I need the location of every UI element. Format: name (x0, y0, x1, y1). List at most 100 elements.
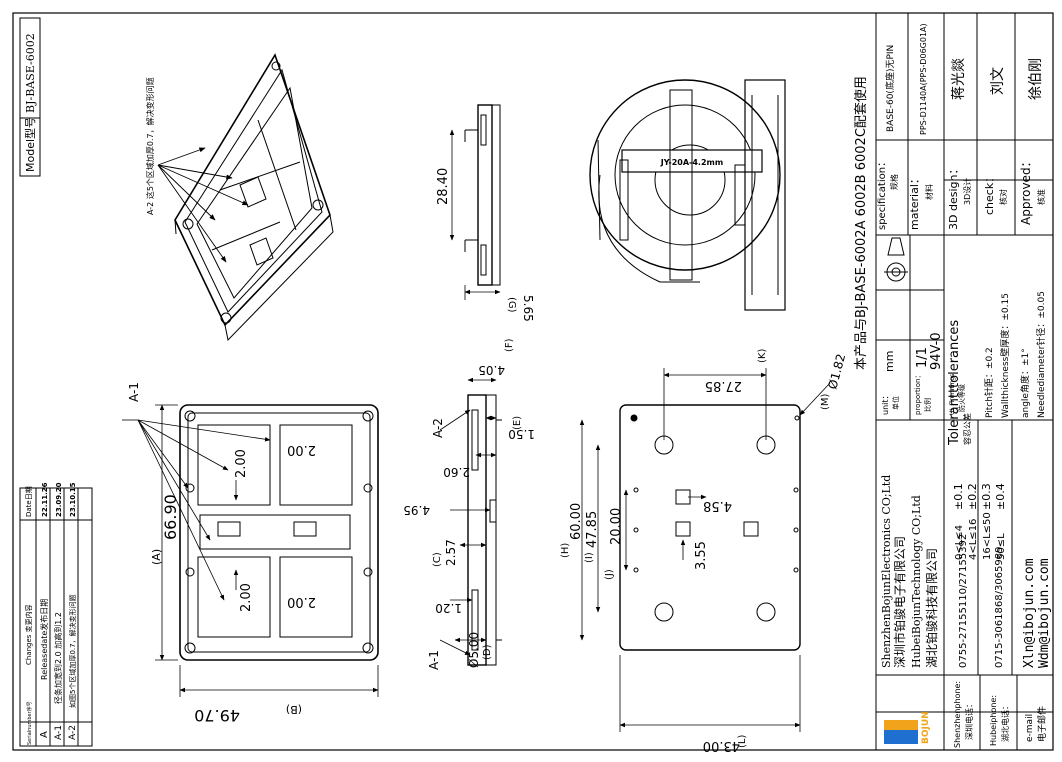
bottom-dim-4300: 43.00 (703, 738, 740, 753)
email-value-2: Wdm@ibojun.com (1037, 558, 1052, 668)
bottom-dim-6000-tag: (H) (560, 543, 571, 558)
spec-value: BASE-60(底座)无PIN (884, 45, 896, 132)
side-dim-150: 1.50 (508, 427, 535, 441)
phone-sz-label-cn: 深圳电话： (964, 700, 974, 740)
rev-header-code: Serialnumber序号 (26, 701, 33, 745)
side-dim-120: 1.20 (435, 601, 462, 615)
bottom-dim-2000: 20.00 (609, 508, 624, 545)
pin-view-dimensions (449, 129, 501, 300)
front-callout-a1: A-1 (127, 382, 141, 402)
special-tol-3: angle角度：±1° (1019, 348, 1031, 418)
check-label-cn: 核对 (998, 189, 1008, 205)
tol-range-1: 0<L≤4 (954, 525, 965, 560)
side-dim-500: Ø5.00 (467, 632, 481, 668)
fire-label-cn: 防火等级 (957, 384, 966, 412)
bottom-dim-4300-tag: (L) (737, 735, 748, 748)
fire-value: 94V-0 (929, 332, 944, 370)
tol-value-3: ±0.3 (980, 483, 993, 510)
approved-label: Approved： (1019, 155, 1033, 225)
projection-symbol (884, 237, 908, 282)
tol-range-2: 4<L≤16 (968, 519, 979, 560)
bottom-dim-4785-tag: (I) (584, 552, 595, 563)
company-line-4: 湖北铂骏科技有限公司 (924, 548, 939, 668)
rev-row-1-code: A (39, 731, 50, 738)
side-dim-405-tag: (F) (504, 338, 515, 352)
material-label: material： (908, 173, 921, 230)
front-dim-width-tag: (B) (286, 703, 302, 716)
bottom-dim-458: 4.58 (703, 498, 732, 513)
front-view (179, 404, 379, 661)
tol-range-3: 16<L≤50 (982, 512, 993, 560)
front-dim-rib-b: 2.00 (287, 442, 316, 457)
tolerance-title-cn: 容忍公差 (962, 413, 972, 445)
bojun-logo: BOJUN (884, 711, 931, 744)
tolerance-title: Tolerantttolerances (947, 320, 962, 446)
proportion-label-cn: 比例 (923, 398, 932, 412)
side-dim-495: 4.95 (403, 503, 430, 517)
rev-row-1-change: Releasedate发布日期 (39, 599, 49, 680)
design-label-cn: 3D设计 (962, 178, 972, 205)
bottom-dim-182-tag: (M) (820, 393, 831, 410)
special-tol-2: Wallthickness壁厚度：±0.15 (999, 293, 1011, 418)
rev-header-date: Date日期 (25, 486, 33, 517)
isometric-base-view (174, 53, 334, 342)
bottom-view (619, 404, 801, 651)
rev-row-2-code: A-1 (54, 725, 64, 740)
tol-range-4: 50≤L (996, 533, 1007, 560)
email-label: e-mail (1025, 714, 1035, 742)
company-line-2: 深圳市铂骏电子有限公司 (892, 536, 907, 668)
company-line-1: ShenzhenBojunElectronics CO;Ltd (880, 475, 893, 668)
spec-label: specification： (877, 157, 888, 230)
proportion-value: 1/1 (915, 347, 930, 368)
email-label-cn: 电子邮件 (1036, 706, 1048, 742)
bottom-dim-355: 3.55 (694, 541, 709, 570)
model-label: Model型号 (23, 117, 37, 172)
bottom-dim-2000-tag: (J) (604, 569, 615, 580)
top-note-leaders (157, 147, 249, 263)
side-view-dimensions (439, 377, 497, 656)
bottom-dim-6000: 60.00 (569, 503, 584, 540)
bottom-view-dimensions (579, 368, 831, 732)
side-dim-260: 2.60 (443, 465, 470, 479)
pin-dim-565: 5.65 (521, 295, 535, 322)
rev-row-1-date: 22.11.26 (41, 482, 49, 517)
rev-row-3-date: 23.10.15 (69, 482, 77, 517)
front-dim-height-tag: (A) (150, 549, 163, 565)
bottom-dim-182: Ø1.82 (825, 352, 848, 391)
email-value-1: Xln@ibojun.com (1022, 558, 1037, 668)
phone-hb-label-cn: 湖北电话： (1000, 702, 1010, 742)
side-dim-500-tag: (D) (482, 644, 493, 660)
special-tol-1: Pitch针距：±0.2 (983, 347, 995, 418)
rev-row-3-change: 如图5个区域加厚0.7，解决变形问题 (68, 594, 77, 708)
front-view-dimensions (122, 404, 379, 697)
top-note: A-2 这5个区域加厚0.7，解决变形问题 (145, 77, 155, 215)
side-dim-257: 2.57 (444, 539, 458, 566)
tol-value-2: ±0.2 (966, 483, 979, 510)
unit-label: unit： (881, 392, 890, 416)
side-dim-257-tag: (C) (432, 552, 443, 567)
bottom-dim-2785-tag: (K) (757, 349, 768, 363)
phone-hb-label: Hubeiphone: (989, 695, 998, 746)
model-box: Model型号 BJ-BASE-6002 (19, 17, 41, 177)
check-value: 刘文 (990, 67, 1006, 95)
pin-dim-2840: 28.40 (436, 168, 451, 205)
rev-row-2-date: 23.09.20 (55, 482, 63, 517)
design-label: 3D design： (947, 164, 960, 230)
bottom-dim-4785: 47.85 (585, 511, 600, 548)
side-callout-a1: A-1 (427, 650, 441, 670)
special-tol-4: Needlediameter针径：±0.05 (1035, 291, 1047, 418)
pin-view (464, 104, 501, 286)
approved-value: 徐伯刚 (1028, 58, 1044, 100)
bottom-dim-2785: 27.85 (705, 378, 742, 393)
side-view (467, 394, 502, 666)
phone-hb-value: 0715-3061868/3065989 (994, 547, 1005, 669)
front-dim-rib-a: 2.00 (234, 449, 249, 478)
material-label-cn: 材料 (924, 184, 934, 200)
front-dim-width: 49.70 (194, 706, 240, 725)
usage-note: 本产品与BJ-BASE-6002A 6002B 6002C配套使用 (853, 76, 869, 370)
company-line-3: HubeiBojunTechnology CO;Ltd (910, 495, 923, 668)
fire-label: UL Fireratings (949, 374, 956, 415)
check-label: check： (983, 172, 996, 215)
revision-table: Serialnumber序号 Changes 变更内容 Date日期 A Rel… (19, 482, 93, 747)
